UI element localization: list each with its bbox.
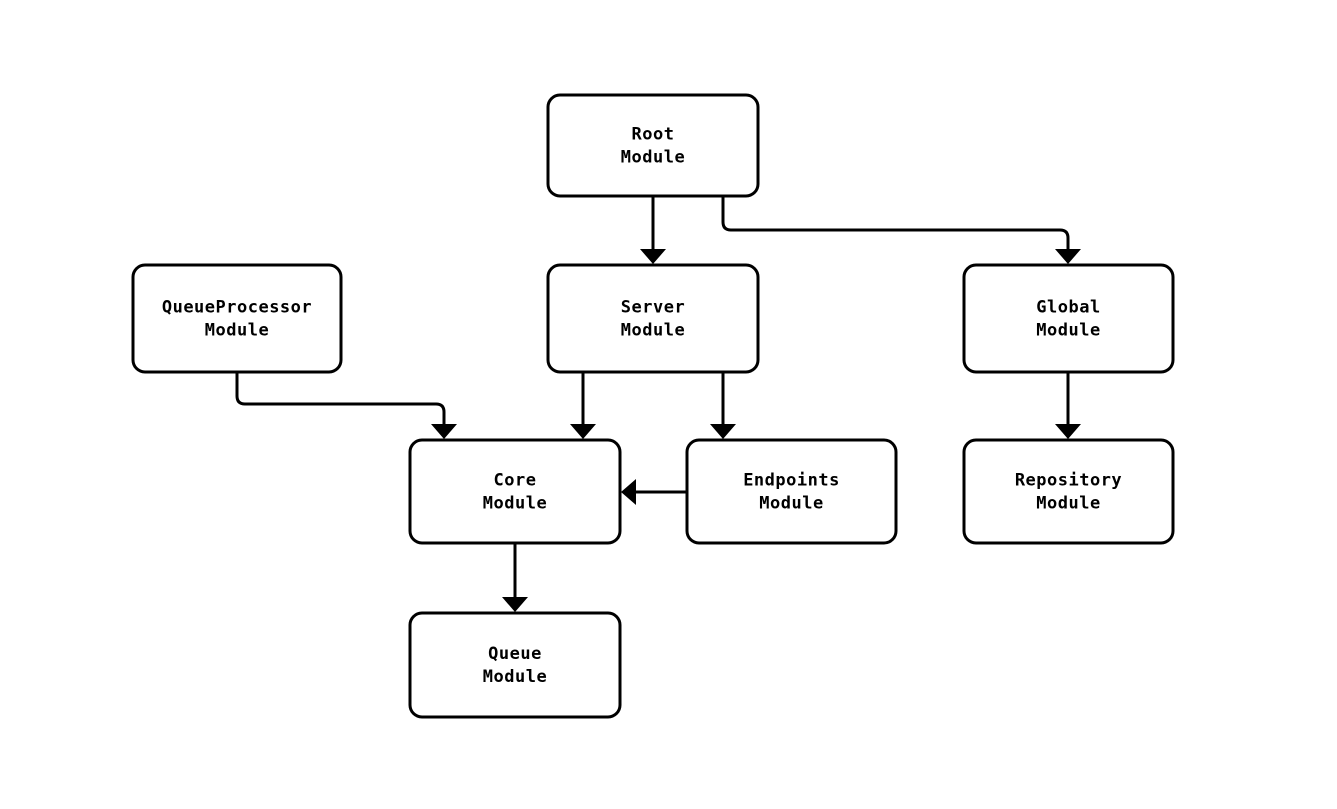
edge-queueprocessor-to-core: [235, 372, 457, 439]
global-module-node-label-line1: Global: [1036, 298, 1100, 318]
edge-global-to-repository-arrowhead-icon: [1055, 424, 1081, 439]
edge-queueprocessor-to-core-line: [235, 372, 446, 427]
endpoints-module-node-label-line2: Module: [759, 494, 823, 514]
queueprocessor-module-node-box[interactable]: [131, 263, 343, 374]
edge-server-to-endpoints-arrowhead-icon: [710, 424, 736, 439]
edge-server-to-endpoints: [710, 372, 736, 439]
core-module-node-box[interactable]: [408, 438, 622, 545]
edge-root-to-global-line: [721, 196, 1070, 252]
server-module-node-label-line2: Module: [621, 321, 685, 341]
endpoints-module-node-box[interactable]: [685, 438, 898, 545]
edge-root-to-server-arrowhead-icon: [640, 249, 666, 264]
edges-layer: [235, 196, 1081, 612]
edge-server-to-core: [570, 372, 596, 439]
queue-module-node-label-line2: Module: [483, 667, 547, 687]
root-module-node-box[interactable]: [546, 93, 760, 198]
queue-module-node-box[interactable]: [408, 611, 622, 719]
edge-queueprocessor-to-core-arrowhead-icon: [431, 424, 457, 439]
edge-root-to-server: [640, 196, 666, 264]
repository-module-node-label-line2: Module: [1036, 494, 1100, 514]
edge-core-to-queue: [502, 543, 528, 612]
edge-endpoints-to-core-arrowhead-icon: [621, 479, 636, 505]
core-module-node-label-line1: Core: [494, 471, 537, 491]
root-module-node-label-line2: Module: [621, 148, 685, 168]
global-module-node-label-line2: Module: [1036, 321, 1100, 341]
edge-root-to-global-arrowhead-icon: [1055, 249, 1081, 264]
root-module-node-label-line1: Root: [632, 125, 675, 145]
nodes-layer: RootModuleQueueProcessorModuleServerModu…: [131, 93, 1175, 719]
repository-module-node-label-line1: Repository: [1015, 471, 1122, 491]
edge-core-to-queue-arrowhead-icon: [502, 597, 528, 612]
global-module-node-box[interactable]: [962, 263, 1175, 374]
edge-endpoints-to-core: [621, 479, 687, 505]
edge-root-to-global: [721, 196, 1081, 264]
endpoints-module-node-label-line1: Endpoints: [743, 471, 840, 491]
server-module-node-box[interactable]: [546, 263, 760, 374]
core-module-node-label-line2: Module: [483, 494, 547, 514]
queueprocessor-module-node-label-line1: QueueProcessor: [162, 298, 312, 318]
repository-module-node-box[interactable]: [962, 438, 1175, 545]
edge-server-to-core-arrowhead-icon: [570, 424, 596, 439]
queueprocessor-module-node-label-line2: Module: [205, 321, 269, 341]
queue-module-node-label-line1: Queue: [488, 644, 542, 664]
server-module-node-label-line1: Server: [621, 298, 685, 318]
edge-global-to-repository: [1055, 372, 1081, 439]
